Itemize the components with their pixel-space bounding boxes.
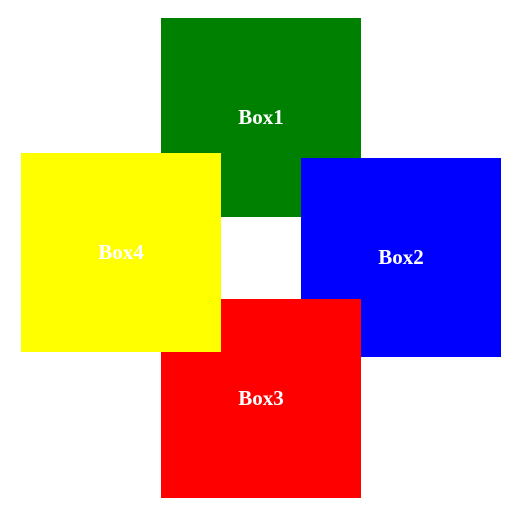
box-4: Box4	[21, 153, 221, 352]
box-1-label: Box1	[238, 105, 284, 129]
box-4-label: Box4	[98, 240, 144, 264]
box-2-label: Box2	[378, 245, 424, 269]
box-3-label: Box3	[238, 386, 284, 410]
